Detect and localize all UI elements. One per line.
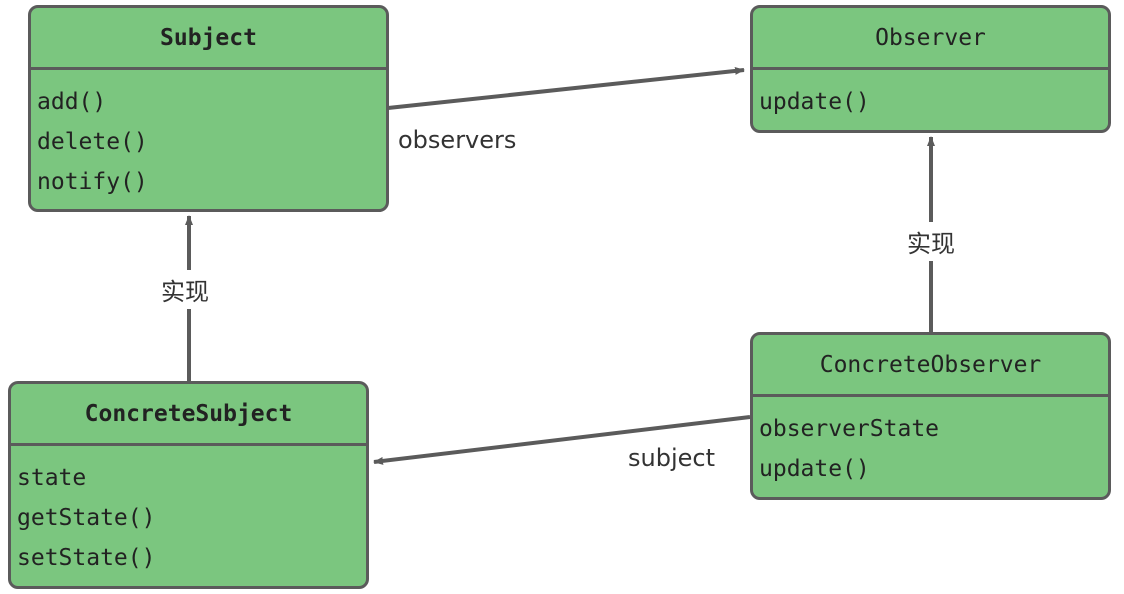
- observer-class-box[interactable]: Observer update(): [750, 5, 1111, 133]
- concrete-observer-class-box[interactable]: ConcreteObserver observerState update(): [750, 332, 1111, 500]
- observers-association-arrow: [387, 66, 745, 110]
- subject-class-name: Subject: [31, 8, 386, 70]
- concrete-observer-class-name: ConcreteObserver: [753, 335, 1108, 397]
- concrete-subject-class-name: ConcreteSubject: [11, 384, 366, 446]
- subject-class-box[interactable]: Subject add() delete() notify(): [28, 5, 389, 212]
- concrete-subject-member-setstate: setState(): [17, 545, 156, 571]
- concrete-observer-member-update: update(): [759, 456, 870, 482]
- concrete-subject-member-getstate: getState(): [17, 505, 156, 531]
- observer-class-name: Observer: [753, 8, 1108, 70]
- subject-edge-label: subject: [628, 444, 715, 472]
- subject-association-arrow: [373, 415, 751, 465]
- subject-member-add: add(): [37, 89, 107, 115]
- implements-left-label: 实现: [161, 270, 209, 309]
- observers-edge-label: observers: [398, 126, 517, 154]
- implements-right-label: 实现: [907, 222, 955, 261]
- concrete-subject-member-state: state: [17, 465, 87, 491]
- concrete-subject-class-box[interactable]: ConcreteSubject state getState() setStat…: [8, 381, 369, 589]
- subject-member-notify: notify(): [37, 169, 148, 195]
- subject-member-delete: delete(): [37, 129, 148, 155]
- observer-member-update: update(): [759, 89, 870, 115]
- concrete-observer-member-observerstate: observerState: [759, 416, 940, 442]
